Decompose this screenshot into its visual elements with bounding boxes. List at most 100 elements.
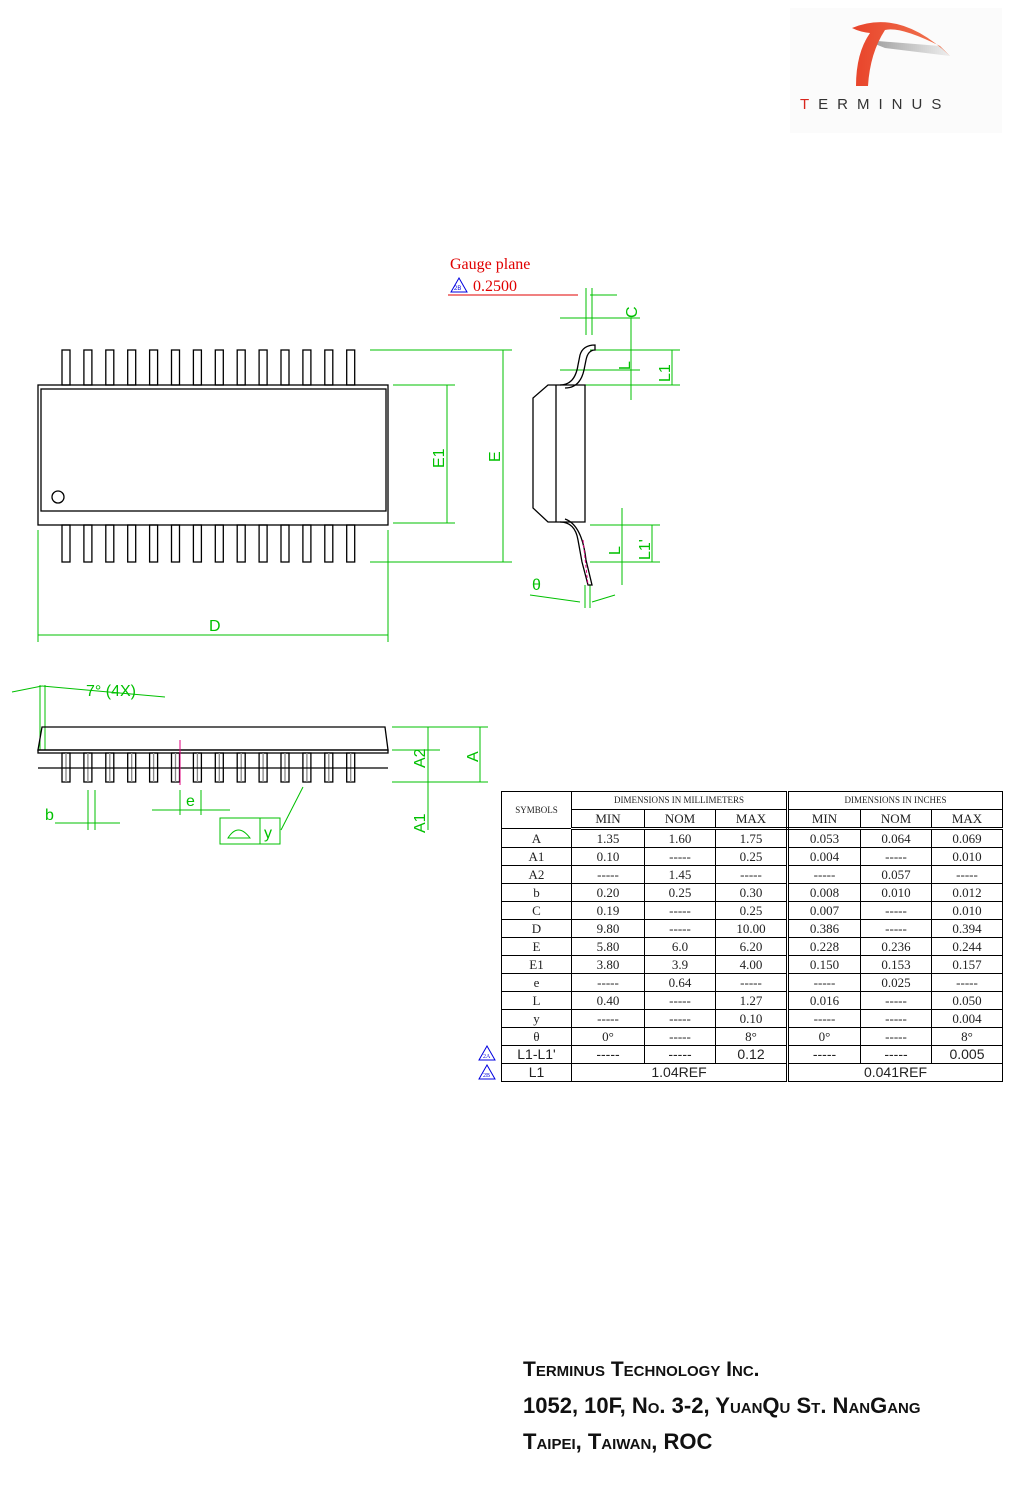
symbol-cell: e [501, 973, 572, 992]
value-cell: 0.053 [787, 828, 861, 848]
value-cell: 1.60 [644, 828, 716, 848]
dim-label-theta: θ [532, 577, 541, 594]
value-cell: ----- [787, 1009, 861, 1028]
value-cell: ----- [571, 1009, 645, 1028]
dim-label-b: b [45, 807, 54, 824]
value-cell: 3.9 [644, 955, 716, 974]
dim-label-l1-prime: L1' [637, 539, 654, 560]
value-cell: ----- [860, 1009, 932, 1028]
mm-ref-cell: 1.04REF [571, 1063, 789, 1082]
value-cell: ----- [571, 865, 645, 884]
company-name: Terminus Technology Inc. [523, 1358, 760, 1381]
value-cell: 0.157 [931, 955, 1003, 974]
pin [148, 524, 159, 563]
value-cell: ----- [715, 973, 789, 992]
svg-text:2A: 2A [483, 1054, 491, 1060]
dim-label-y: y [264, 825, 272, 842]
value-cell: 0.012 [931, 883, 1003, 902]
pin [192, 524, 203, 563]
value-cell: ----- [860, 847, 932, 866]
pin [346, 524, 356, 563]
pin1-marker-icon [51, 490, 65, 504]
pin [61, 524, 71, 563]
value-cell: 0.25 [715, 847, 789, 866]
dim-label-e-pitch: e [186, 793, 195, 810]
value-cell: 0.10 [571, 847, 645, 866]
value-cell: 0.30 [715, 883, 789, 902]
value-cell: 1.45 [644, 865, 716, 884]
col-header: MAX [931, 809, 1003, 830]
dim-label-a2: A2 [412, 748, 429, 768]
value-cell: ----- [787, 973, 861, 992]
inch-header: DIMENSIONS IN INCHES [787, 791, 1003, 810]
value-cell: ----- [715, 865, 789, 884]
top-view [37, 349, 389, 563]
value-cell: ----- [644, 901, 716, 920]
value-cell: 0.394 [931, 919, 1003, 938]
value-cell: 8° [931, 1027, 1003, 1046]
value-cell: ----- [644, 1045, 716, 1064]
value-cell: ----- [644, 1009, 716, 1028]
value-cell: ----- [571, 973, 645, 992]
value-cell: 4.00 [715, 955, 789, 974]
value-cell: 0.007 [787, 901, 861, 920]
value-cell: 0.19 [571, 901, 645, 920]
symbol-cell: L1 [501, 1063, 572, 1082]
value-cell: 8° [715, 1027, 789, 1046]
pin [214, 524, 224, 563]
value-cell: 0° [571, 1027, 645, 1046]
value-cell: ----- [860, 991, 932, 1010]
value-cell: ----- [860, 1045, 932, 1064]
pin [148, 349, 159, 386]
value-cell: 0.244 [931, 937, 1003, 956]
dim-label-l-top: L [617, 361, 634, 370]
value-cell: 0° [787, 1027, 861, 1046]
side-view [532, 344, 596, 586]
col-header: MIN [571, 809, 645, 830]
value-cell: 0.064 [860, 828, 932, 848]
table-row: A2-----1.45----------0.057----- [501, 865, 1003, 884]
col-header: MAX [715, 809, 789, 830]
value-cell: ----- [931, 973, 1003, 992]
symbol-cell: y [501, 1009, 572, 1028]
value-cell: ----- [571, 1045, 645, 1064]
value-cell: 0.10 [715, 1009, 789, 1028]
pin [170, 349, 181, 386]
dimension-lines [11, 288, 680, 845]
symbol-cell: A [501, 828, 572, 848]
pin [324, 349, 334, 386]
package-body [37, 384, 389, 526]
value-cell: 1.75 [715, 828, 789, 848]
note-2a-icon: 2A [478, 1044, 496, 1061]
dim-label-a1: A1 [412, 813, 429, 833]
pin [61, 349, 71, 386]
value-cell: 0.153 [860, 955, 932, 974]
pin [170, 524, 181, 563]
value-cell: 0.008 [787, 883, 861, 902]
value-cell: 1.35 [571, 828, 645, 848]
symbol-cell: L [501, 991, 572, 1010]
pin [236, 524, 246, 563]
table-row: e-----0.64----------0.025----- [501, 973, 1003, 992]
value-cell: 0.004 [787, 847, 861, 866]
dim-label-l1: L1 [657, 364, 674, 382]
value-cell: 0.005 [931, 1045, 1003, 1064]
pin [83, 349, 93, 386]
svg-text:2B: 2B [454, 286, 461, 292]
value-cell: 0.25 [644, 883, 716, 902]
pin [258, 524, 268, 563]
note-2b-icon: 2B [478, 1063, 496, 1080]
value-cell: 6.0 [644, 937, 716, 956]
pin [302, 524, 312, 563]
value-cell: 5.80 [571, 937, 645, 956]
value-cell: 3.80 [571, 955, 645, 974]
value-cell: 0.010 [931, 901, 1003, 920]
gauge-value-label: 0.2500 [473, 278, 517, 295]
value-cell: ----- [787, 1045, 861, 1064]
dim-label-angle: 7° (4X) [86, 683, 136, 700]
